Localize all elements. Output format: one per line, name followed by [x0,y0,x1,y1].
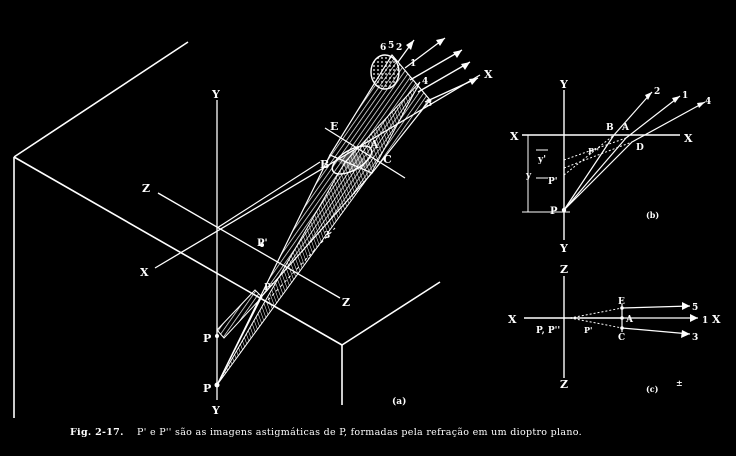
label-c-p-prime: P' [584,325,592,335]
label-c-c: C [618,333,625,343]
panel-a [13,37,481,418]
label-b-ray1: 1 [682,91,688,101]
figure-caption: Fig. 2-17. P' e P'' são as imagens astig… [70,427,730,438]
label-a-p-double-prime: P'' [264,283,276,293]
optics-figure: Y Y Z Z X X P' P'' P P E B A C 1 2 3 4 5… [13,37,721,418]
label-c-e: E [618,297,625,307]
z-axis-a [157,192,341,299]
emerging-rays [397,37,479,103]
label-b-ray2: 2 [654,87,660,97]
label-a-y-bottom: Y [211,404,220,417]
label-c-z-bottom: Z [560,378,568,391]
label-c-x-left: X [508,313,517,326]
label-b-b: B [606,123,614,133]
label-a-p-lower: P [203,382,211,395]
label-b-y-top: Y [559,78,568,91]
plane-edge-right [341,281,441,346]
label-a-x-right: X [484,68,493,81]
label-a-p-prime: P' [257,238,268,249]
plane-edge-front [13,156,343,346]
label-b-p-prime: P' [548,177,558,187]
label-b-x-right: X [684,132,693,145]
label-c-sub: (c) [646,384,659,394]
label-a-z-right: Z [342,296,350,309]
label-c-ray1: 1 [702,316,708,326]
ray-to-b [216,161,321,229]
label-a-y-top: Y [211,88,220,101]
label-c-a: A [625,315,634,325]
caption-number: Fig. 2-17. [70,427,124,438]
panel-b [522,90,706,240]
label-a-sub: (a) [392,396,406,407]
caption-text: P' e P'' são as imagens astigmáticas de … [137,427,582,438]
label-a-a: A [369,138,379,151]
label-a-b: B [320,158,329,171]
label-c-mark: ± [676,378,683,388]
label-c-x-right: X [712,313,721,326]
label-a-e: E [330,120,338,133]
label-a-ray2: 2 [396,43,402,53]
label-a-ray5: 5 [388,41,394,51]
label-c-z-top: Z [560,263,568,276]
plane-edge-top [13,41,189,158]
label-a-ray3: 3 [426,99,432,109]
label-a-x-left: X [140,266,149,279]
label-a-ray3-low: 3 [324,231,330,241]
label-a-ray1: 1 [410,59,416,69]
label-c-ray3: 3 [692,333,698,343]
label-a-ray4: 4 [422,77,428,87]
label-b-p-double-prime: P'' [588,146,599,156]
x-axis-a [154,74,481,269]
label-b-p: P [550,206,558,217]
label-b-a: A [621,123,630,133]
label-b-sub: (b) [646,210,659,220]
label-b-x-left: X [510,130,519,143]
interface-section [331,145,373,175]
label-b-d: D [636,143,644,153]
label-a-c: C [383,153,392,166]
label-b-y-bottom: Y [559,242,568,255]
label-b-ray4: 4 [705,97,711,107]
label-a-z-left: Z [142,182,150,195]
label-b-y: y [525,171,532,181]
label-c-p-pp: P, P'' [536,326,560,336]
label-c-ray5: 5 [692,303,698,313]
label-a-p-upper: P [203,332,211,345]
top-cap [370,54,400,90]
label-a-ray6: 6 [380,43,386,53]
virtual-pencil [216,289,263,339]
label-b-y-prime: y' [537,155,546,165]
